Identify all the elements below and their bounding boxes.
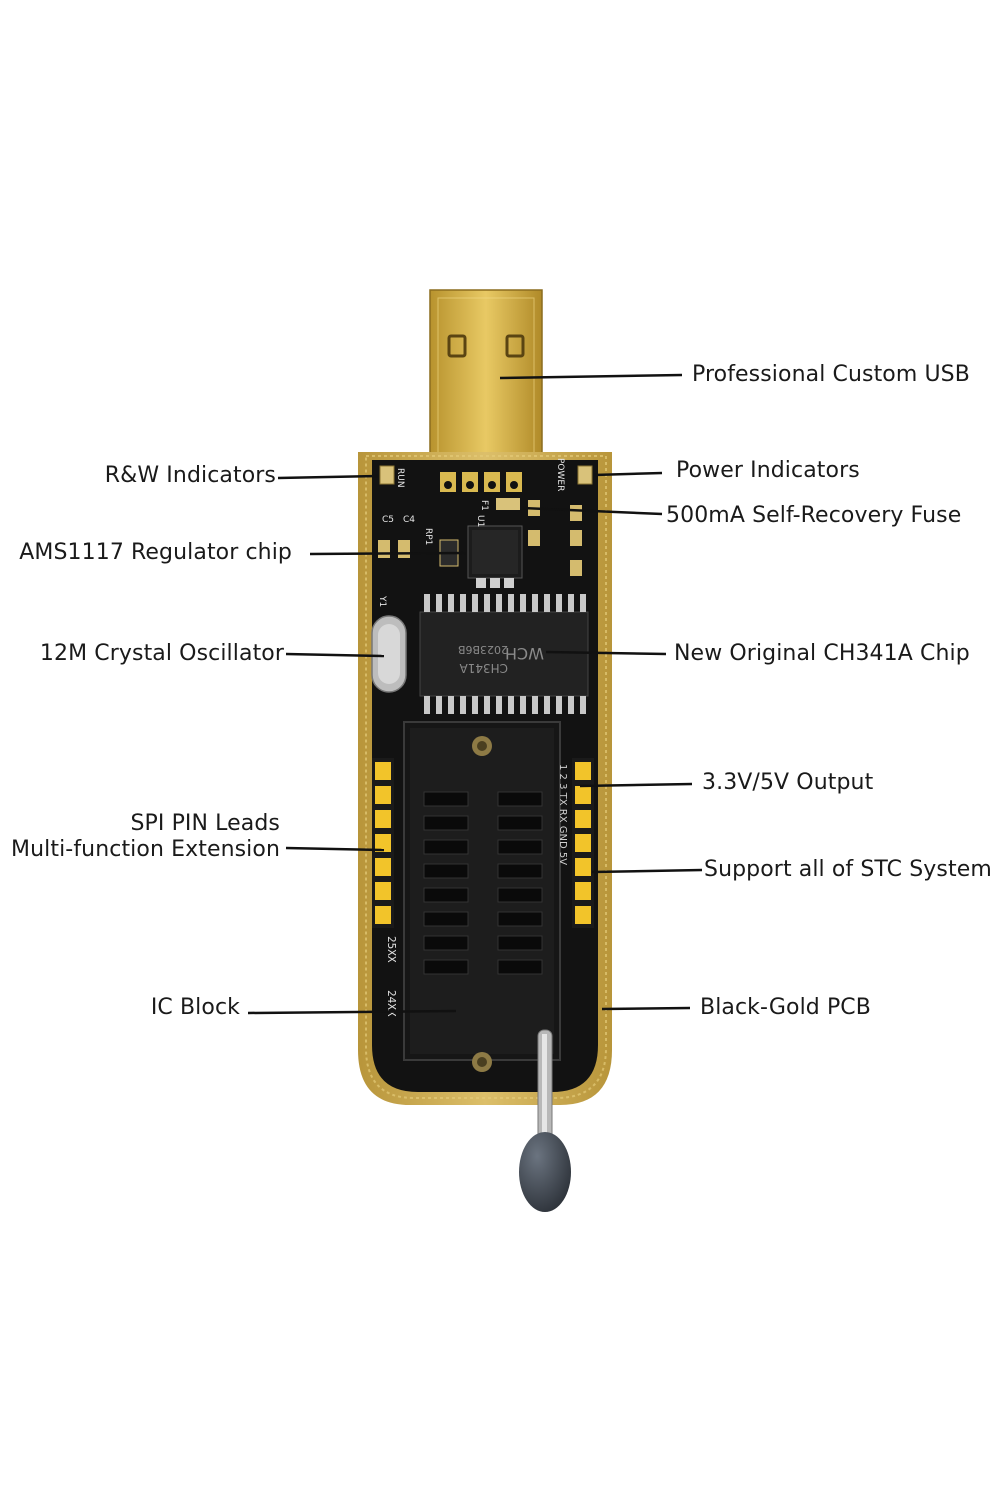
chip-model-marking: CH341A [459,661,508,675]
leader-power [593,471,663,477]
socket-slots-right [497,791,543,975]
rp1-marking: RP1 [423,528,433,545]
fuse-component [496,498,520,510]
label-multi-function-extension: Multi-function Extension [11,837,280,862]
zif-lever [519,1029,571,1212]
usb-connector [429,289,543,481]
chip-lot-marking: 2023B6B [458,643,508,656]
chip-brand-marking: WCH [505,644,544,663]
leader-ams [309,551,467,556]
ch341a-pins-bottom [424,696,586,714]
extension-header-pins [572,758,594,928]
run-led [379,465,395,485]
zif-socket [403,721,561,1072]
c5-marking: C5 [382,515,394,525]
leader-ch341 [545,650,667,656]
label-stc-system-support: Support all of STC System [704,857,992,882]
socket-slots-left [423,791,469,975]
label-voltage-output: 3.3V/5V Output [702,770,874,795]
ams1117-regulator [467,525,523,588]
ch341a-chip [419,594,589,714]
power-led [577,465,593,485]
socket-25xx-marking: 25XX [385,936,398,963]
power-marking: POWER [555,458,565,491]
label-black-gold-pcb: Black-Gold PCB [700,995,871,1020]
label-ch341a-chip: New Original CH341A Chip [674,641,970,666]
label-power-indicators: Power Indicators [676,458,860,483]
label-crystal-oscillator: 12M Crystal Oscillator [39,641,284,666]
f1-marking: F1 [479,500,489,511]
run-marking: RUN [395,468,405,488]
label-professional-custom-usb: Professional Custom USB [692,362,970,387]
label-spi-pin-leads: SPI PIN Leads [130,811,280,836]
label-rw-indicators: R&W Indicators [104,463,276,488]
ch341a-pins-top [424,594,586,612]
pin-labels-marking: 1 2 3 TX RX GND 5V [557,764,568,865]
leader-spi [285,846,385,852]
usb-pins [440,472,522,492]
leader-ic [247,1009,457,1015]
u1-marking: U1 [475,515,485,527]
leader-rw [277,474,379,480]
label-ams1117-regulator: AMS1117 Regulator chip [19,540,292,565]
label-self-recovery-fuse: 500mA Self-Recovery Fuse [666,503,962,528]
leader-usb [499,373,683,380]
spi-header-pins [372,758,394,928]
callout-leader-lines [247,373,703,1015]
leader-output [579,782,693,788]
label-ic-block: IC Block [150,995,240,1020]
y1-marking: Y1 [377,595,387,607]
leader-crystal [285,652,385,658]
leader-pcb [601,1006,691,1011]
leader-stc [591,868,703,874]
crystal-oscillator [371,615,407,693]
socket-24xx-marking: 24XX [385,990,398,1017]
c4-marking: C4 [403,515,415,525]
leader-fuse [521,506,663,516]
